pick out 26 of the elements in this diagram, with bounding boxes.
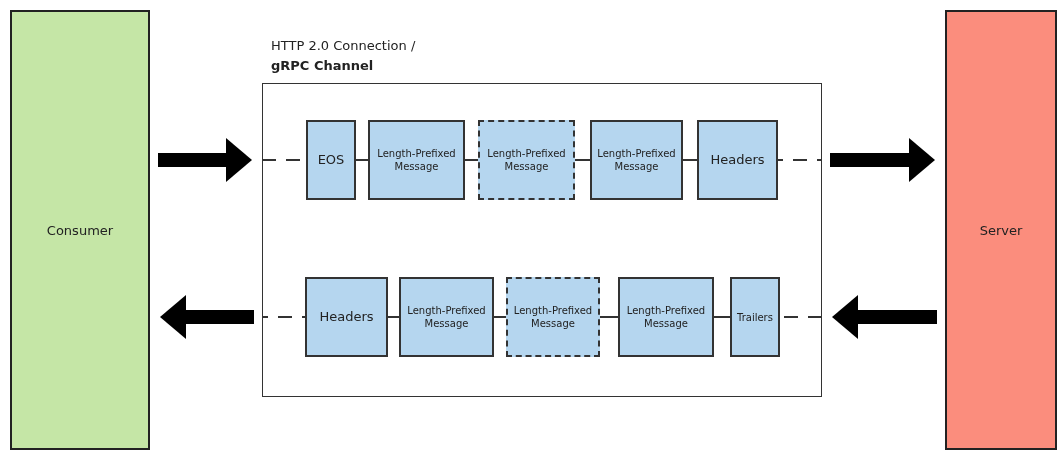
- frame-box: Length-Prefixed Message: [506, 277, 600, 357]
- frame-box: Length-Prefixed Message: [618, 277, 714, 357]
- frame-box: Length-Prefixed Message: [368, 120, 465, 200]
- frame-box: Headers: [697, 120, 778, 200]
- channel-title: HTTP 2.0 Connection /: [271, 38, 416, 53]
- connector-line: [682, 159, 698, 161]
- connector-line: [355, 159, 369, 161]
- frame-box: Trailers: [730, 277, 780, 357]
- connector-line: [464, 159, 479, 161]
- connector-line: [387, 316, 400, 318]
- frame-box: EOS: [306, 120, 356, 200]
- connector-line: [713, 316, 731, 318]
- thick-arrow: [830, 138, 935, 182]
- thick-arrow: [160, 295, 254, 339]
- connector-line: [599, 316, 619, 318]
- frame-box: Length-Prefixed Message: [590, 120, 683, 200]
- frame-box: Length-Prefixed Message: [399, 277, 494, 357]
- frame-box: Headers: [305, 277, 388, 357]
- channel-subtitle: gRPC Channel: [271, 58, 374, 73]
- frame-box: Length-Prefixed Message: [478, 120, 575, 200]
- consumer-box: Consumer: [10, 10, 150, 450]
- connector-line: [574, 159, 591, 161]
- thick-arrow: [832, 295, 937, 339]
- server-box: Server: [945, 10, 1057, 450]
- connector-line: [493, 316, 507, 318]
- thick-arrow: [158, 138, 252, 182]
